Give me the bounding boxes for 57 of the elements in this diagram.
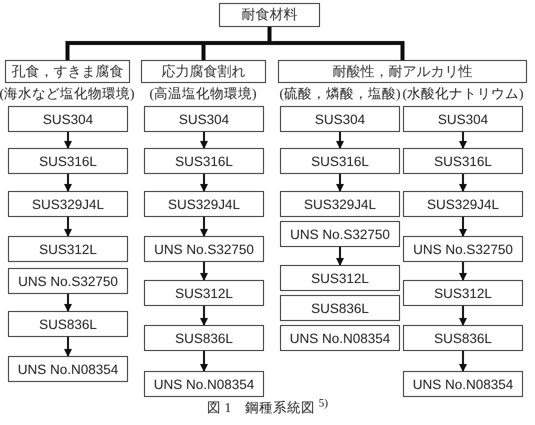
arrow xyxy=(459,351,467,372)
arrow xyxy=(459,132,467,149)
steel-grade-box: SUS304 xyxy=(8,106,128,132)
arrow xyxy=(459,217,467,237)
arrow xyxy=(336,174,344,192)
steel-grade-box: UNS No.S32750 xyxy=(8,268,128,294)
steel-grade-box: SUS312L xyxy=(403,280,523,306)
condition-label: (硫酸，燐酸，塩酸) xyxy=(280,85,400,103)
steel-grade-box: SUS316L xyxy=(403,148,523,174)
steel-grade-box: SUS836L xyxy=(280,295,400,321)
arrow xyxy=(200,132,208,149)
steel-grade-box: SUS836L xyxy=(403,325,523,351)
arrow xyxy=(200,174,208,192)
steel-grade-box: SUS329J4L xyxy=(403,191,523,217)
arrow xyxy=(200,217,208,237)
steel-grade-box: SUS329J4L xyxy=(144,191,264,217)
condition-label: (水酸化ナトリウム) xyxy=(402,85,524,103)
steel-grade-box: SUS316L xyxy=(8,148,128,174)
arrow xyxy=(459,262,467,281)
category-box: 応力腐食割れ xyxy=(141,60,266,83)
arrow xyxy=(459,306,467,326)
category-box: 孔食，すきま腐食 xyxy=(5,60,130,83)
steel-grade-box: SUS316L xyxy=(144,148,264,174)
steel-grade-box: UNS No.S32750 xyxy=(280,221,400,247)
arrow xyxy=(336,247,344,266)
arrow xyxy=(200,262,208,281)
steel-grade-box: SUS329J4L xyxy=(8,191,128,217)
steel-grade-box: SUS304 xyxy=(144,106,264,132)
steel-grade-box: SUS304 xyxy=(403,106,523,132)
arrow xyxy=(64,174,72,192)
arrow xyxy=(200,351,208,372)
steel-grade-box: SUS329J4L xyxy=(280,191,400,217)
arrow xyxy=(64,132,72,149)
steel-grade-box: SUS316L xyxy=(280,148,400,174)
steel-grade-box: SUS312L xyxy=(8,236,128,262)
steel-grade-box: SUS312L xyxy=(144,280,264,306)
steel-grade-box: SUS304 xyxy=(280,106,400,132)
root-box: 耐食材料 xyxy=(219,3,320,27)
steel-grade-box: UNS No.N08354 xyxy=(280,325,400,351)
steel-grade-box: SUS836L xyxy=(144,325,264,351)
steel-grade-box: UNS No.N08354 xyxy=(403,371,523,397)
category-box: 耐酸性，耐アルカリ性 xyxy=(278,60,527,83)
steel-grade-box: SUS312L xyxy=(280,265,400,291)
steel-grade-box: UNS No.S32750 xyxy=(144,236,264,262)
arrow xyxy=(64,337,72,357)
steel-grade-box: SUS836L xyxy=(8,311,128,337)
steel-grade-box: UNS No.S32750 xyxy=(403,236,523,262)
arrow xyxy=(336,132,344,149)
condition-label: (高温塩化物環境) xyxy=(150,85,256,103)
steel-grade-box: UNS No.N08354 xyxy=(144,371,264,397)
steel-grade-box: UNS No.N08354 xyxy=(8,356,128,382)
condition-label: (海水など塩化物環境) xyxy=(0,85,134,103)
figure-caption: 図 1 鋼種系統図 $^{5)}$ xyxy=(207,400,328,414)
arrow xyxy=(200,306,208,326)
arrow xyxy=(64,294,72,312)
arrow xyxy=(64,217,72,237)
arrow xyxy=(459,174,467,192)
